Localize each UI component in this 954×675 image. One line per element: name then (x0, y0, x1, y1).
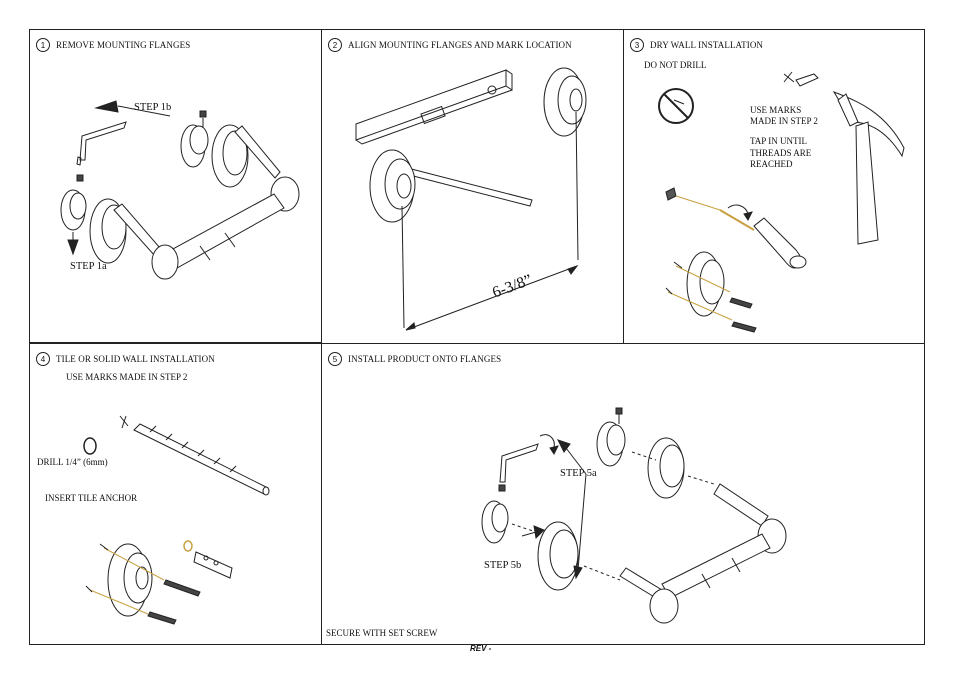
panel-tile-wall: 4 TILE OR SOLID WALL INSTALLATION USE MA… (30, 344, 322, 645)
remove-flanges-illustration (60, 100, 300, 280)
do-not-drill-label: DO NOT DRILL (644, 60, 707, 70)
panel-title: REMOVE MOUNTING FLANGES (56, 40, 191, 50)
set-screw-note: SECURE WITH SET SCREW (326, 628, 438, 638)
step-number: 4 (36, 352, 50, 366)
panel-title: TILE OR SOLID WALL INSTALLATION (56, 354, 215, 364)
install-product-illustration (481, 407, 787, 624)
revision-label: REV - (470, 644, 492, 653)
panel-header: 4 TILE OR SOLID WALL INSTALLATION (36, 352, 215, 366)
panel-title: INSTALL PRODUCT ONTO FLANGES (348, 354, 502, 364)
step-5a-label: STEP 5a (560, 468, 597, 479)
instruction-sheet: 1 REMOVE MOUNTING FLANGES (29, 29, 925, 645)
use-marks-line-1: USE MARKS (750, 105, 802, 115)
tap-line-3: REACHED (750, 159, 793, 169)
panel-align-flanges: 2 ALIGN MOUNTING FLANGES AND MARK LOCATI… (322, 30, 624, 344)
use-marks-line-2: MADE IN STEP 2 (750, 116, 818, 126)
panel-header: 1 REMOVE MOUNTING FLANGES (36, 38, 190, 52)
tap-line-1: TAP IN UNTIL (750, 136, 807, 146)
use-marks-label: USE MARKS MADE IN STEP 2 (66, 372, 188, 382)
panel-title: DRY WALL INSTALLATION (650, 40, 764, 50)
panel-dry-wall: 3 DRY WALL INSTALLATION DO NOT DRILL USE… (624, 30, 925, 344)
no-drill-icon (658, 88, 694, 124)
step-number: 1 (36, 38, 50, 52)
level-alignment-illustration (355, 67, 587, 331)
insert-anchor-label: INSERT TILE ANCHOR (45, 493, 138, 503)
panel-header: 2 ALIGN MOUNTING FLANGES AND MARK LOCATI… (328, 38, 572, 52)
step-5b-label: STEP 5b (484, 560, 522, 571)
step-1b-label: STEP 1b (134, 102, 172, 113)
panel-header: 5 INSTALL PRODUCT ONTO FLANGES (328, 352, 501, 366)
panel-header: 3 DRY WALL INSTALLATION (630, 38, 763, 52)
panel-title: ALIGN MOUNTING FLANGES AND MARK LOCATION (348, 40, 572, 50)
tile-wall-illustration (83, 415, 270, 625)
step-number: 2 (328, 38, 342, 52)
step-number: 3 (630, 38, 644, 52)
step-1a-label: STEP 1a (70, 261, 107, 272)
drill-size-label: DRILL 1/4” (6mm) (37, 457, 108, 467)
step-number: 5 (328, 352, 342, 366)
dry-wall-illustration (658, 71, 905, 333)
tap-line-2: THREADS ARE (750, 148, 812, 158)
panel-remove-flanges: 1 REMOVE MOUNTING FLANGES (30, 30, 322, 344)
panel-install-product: 5 INSTALL PRODUCT ONTO FLANGES STEP 5a S… (322, 344, 925, 645)
